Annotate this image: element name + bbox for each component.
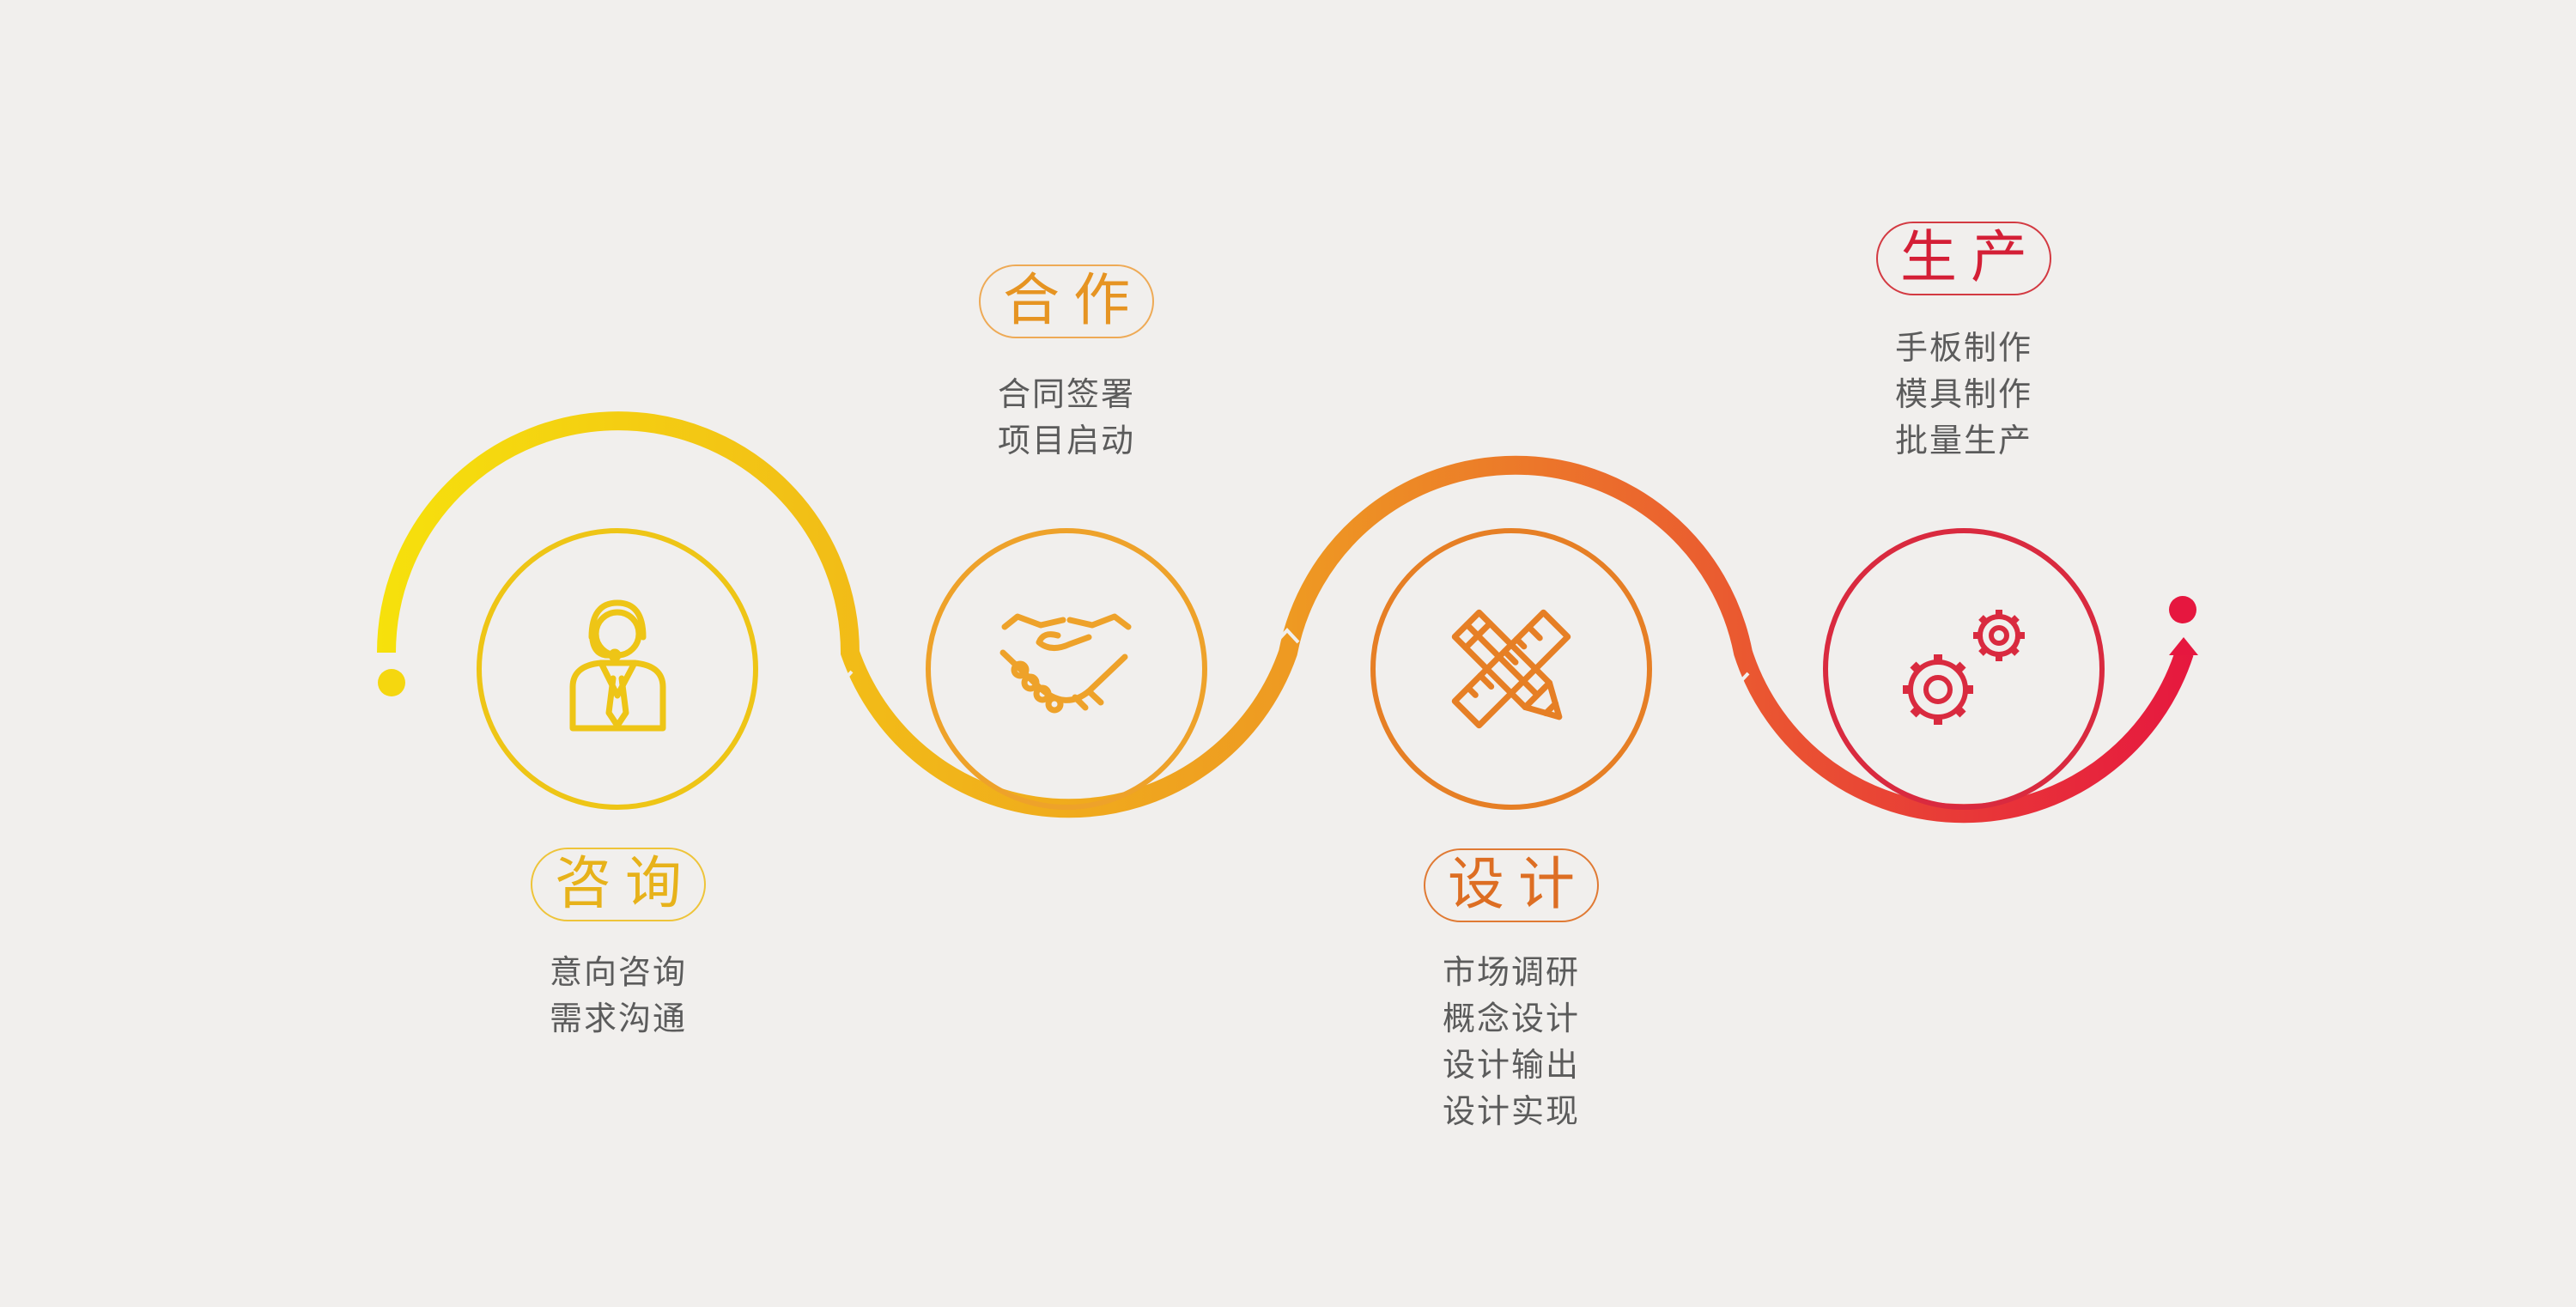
pencil-ruler-icon xyxy=(1451,609,1571,729)
gears-icon xyxy=(1903,610,2025,725)
step-detail-line: 合同签署 xyxy=(997,375,1135,413)
flow-end-dot xyxy=(2169,596,2196,623)
step-detail-line: 意向咨询 xyxy=(549,953,687,991)
handshake-icon xyxy=(999,613,1132,714)
flow-arrow-head-icon xyxy=(2169,637,2198,655)
step-description-consult: 意向咨询 需求沟通 xyxy=(507,949,730,1042)
step-detail-line: 设计实现 xyxy=(1442,1092,1580,1130)
step-description-cooperate: 合同签署 项目启动 xyxy=(955,371,1178,464)
step-detail-line: 批量生产 xyxy=(1894,422,2032,459)
step-title-consult: 咨询 xyxy=(531,848,706,921)
step-title-design: 设计 xyxy=(1424,848,1599,922)
step-detail-line: 需求沟通 xyxy=(549,1000,687,1037)
step-circle-consult xyxy=(477,528,758,810)
step-description-produce: 手板制作 模具制作 批量生产 xyxy=(1852,325,2075,464)
step-detail-line: 手板制作 xyxy=(1894,329,2032,367)
step-detail-line: 市场调研 xyxy=(1442,953,1580,991)
step-title-cooperate: 合作 xyxy=(979,264,1154,338)
step-detail-line: 概念设计 xyxy=(1442,1000,1580,1037)
flow-start-dot xyxy=(378,669,405,696)
step-description-design: 市场调研 概念设计 设计输出 设计实现 xyxy=(1400,949,1623,1134)
step-detail-line: 项目启动 xyxy=(997,422,1135,459)
step-detail-line: 模具制作 xyxy=(1894,375,2032,413)
step-circle-design xyxy=(1370,528,1652,810)
joint-chevron-2 xyxy=(1274,628,1300,644)
step-circle-cooperate xyxy=(926,528,1207,810)
step-title-produce: 生产 xyxy=(1876,222,2051,295)
connector-wave xyxy=(377,411,2194,824)
step-circle-produce xyxy=(1823,528,2105,810)
step-detail-line: 设计输出 xyxy=(1442,1046,1580,1084)
joint-chevron-1 xyxy=(828,670,854,686)
customer-service-headset-icon xyxy=(569,599,666,732)
joint-chevron-3 xyxy=(1724,672,1750,688)
